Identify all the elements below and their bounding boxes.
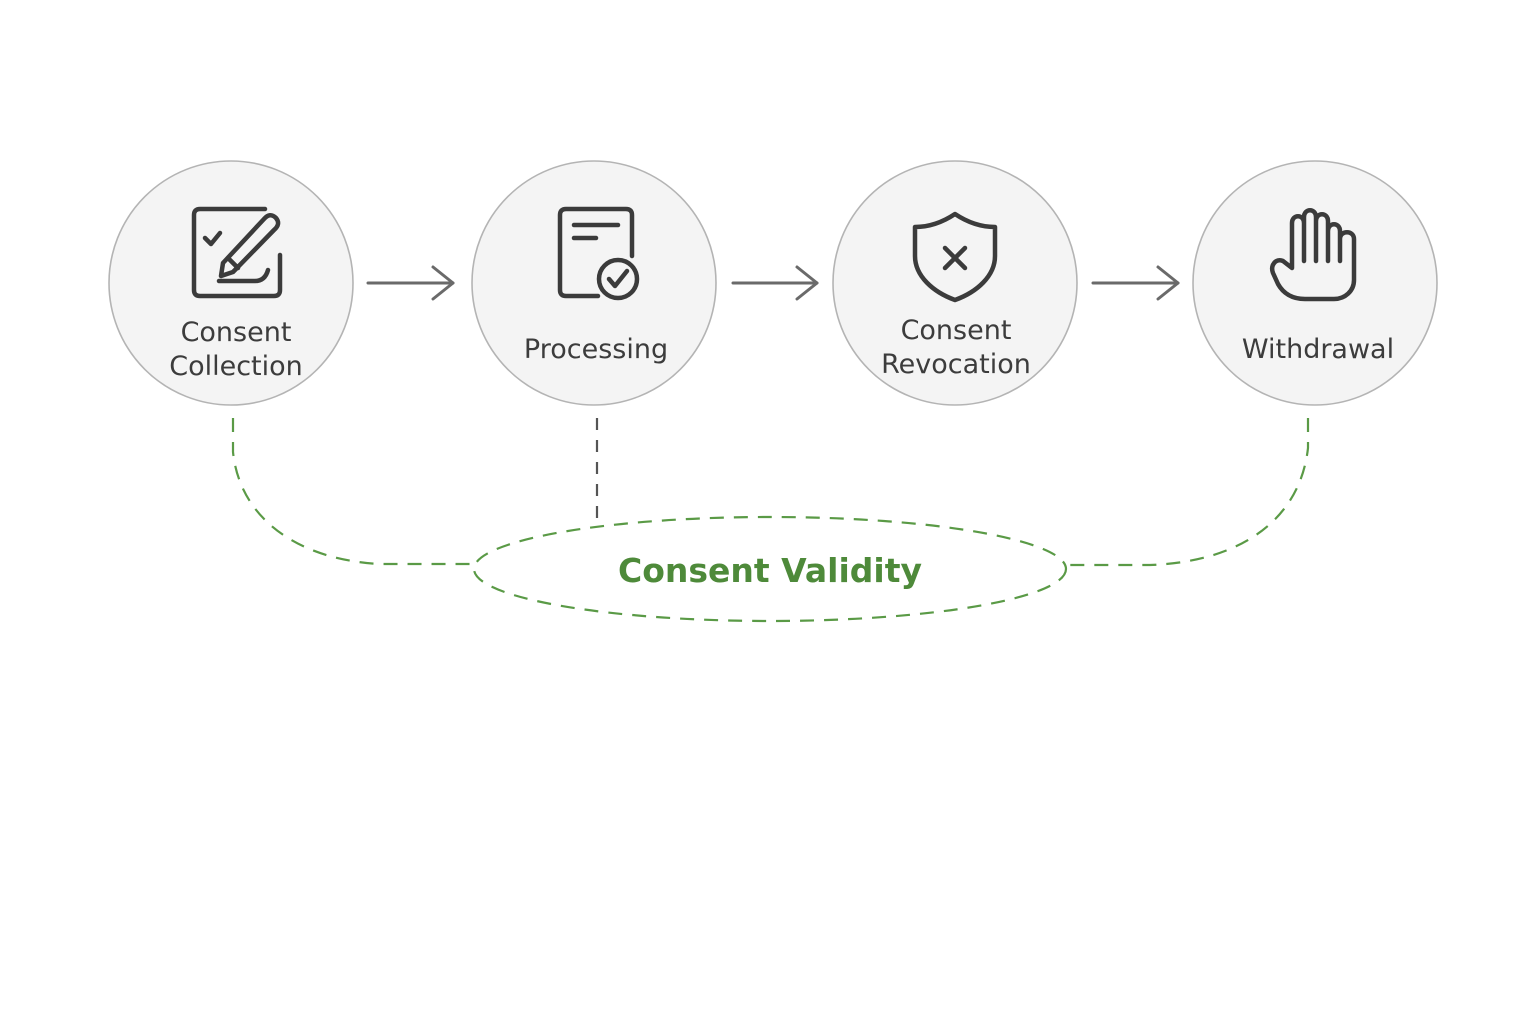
- raised-hand-icon: [1270, 208, 1357, 302]
- sign-document-icon: [191, 206, 283, 299]
- validity-connector-withdrawal: [1066, 418, 1310, 567]
- validity-connector-collection: [231, 418, 474, 566]
- stage-circle: [471, 160, 717, 406]
- stage-label-line2: Revocation: [881, 349, 1031, 380]
- stage-withdrawal: Withdrawal: [1192, 160, 1438, 406]
- shield-x-icon: [912, 211, 998, 303]
- consent-validity-region: [472, 515, 1068, 623]
- flow-arrow-2: [731, 265, 819, 301]
- stage-label-line2: Collection: [169, 351, 303, 382]
- stage-circle: [832, 160, 1078, 406]
- consent-validity-label: Consent Validity: [618, 551, 922, 590]
- stage-circle: [1192, 160, 1438, 406]
- stage-consent-collection: Consent Collection: [108, 160, 354, 406]
- stage-label-line1: Consent: [901, 315, 1012, 346]
- stage-consent-revocation: Consent Revocation: [832, 160, 1078, 406]
- document-check-icon: [557, 206, 640, 301]
- stage-label: Processing: [524, 334, 668, 365]
- stage-label: Withdrawal: [1242, 334, 1394, 365]
- stage-label-line1: Consent: [181, 317, 292, 348]
- stage-processing: Processing: [471, 160, 717, 406]
- flow-arrow-1: [366, 265, 455, 301]
- flow-arrow-3: [1091, 265, 1180, 301]
